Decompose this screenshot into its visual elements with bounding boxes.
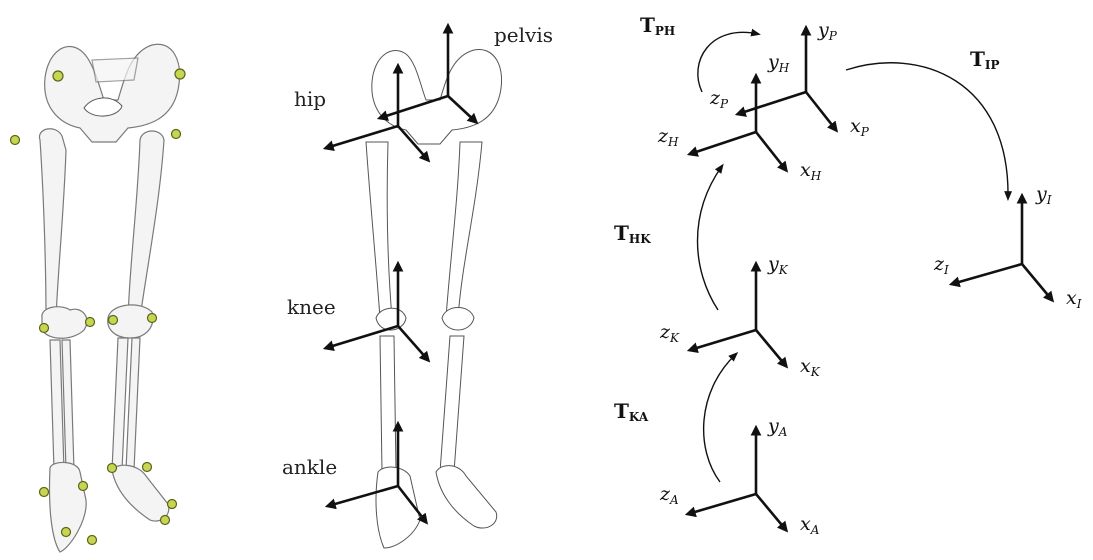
label-x-h: xH <box>800 159 822 183</box>
label-x-i: xI <box>1066 287 1082 311</box>
label-hip: hip <box>294 87 326 111</box>
label-t-ka: TKA <box>614 399 649 424</box>
label-x-k: xK <box>800 355 821 379</box>
label-y-p: yP <box>817 19 838 43</box>
label-knee: knee <box>287 295 336 319</box>
label-ankle: ankle <box>282 455 337 479</box>
frame-i: yI zI xI <box>933 183 1082 311</box>
label-y-h: yH <box>767 51 790 75</box>
label-z-i: zI <box>933 253 949 277</box>
skeleton-with-markers <box>11 44 186 552</box>
label-y-i: yI <box>1035 183 1052 207</box>
skeleton-with-frames: pelvis hip knee ankle <box>282 23 553 548</box>
arc-t-ph <box>698 32 758 92</box>
frame-p: yP zP xP <box>709 19 870 139</box>
legs-outline <box>366 142 497 548</box>
label-pelvis: pelvis <box>494 23 553 47</box>
label-t-ip: TIP <box>970 47 1000 72</box>
right-leg-bones <box>108 131 169 521</box>
label-z-a: zA <box>659 483 679 507</box>
label-z-k: zK <box>659 321 680 345</box>
frame-a: yA zA xA <box>659 415 820 537</box>
arc-t-hk <box>698 166 723 310</box>
label-t-ph: TPH <box>640 13 675 38</box>
pelvis-bone <box>45 44 180 142</box>
arc-t-ip <box>846 63 1008 198</box>
frame-diagram: yP zP xP yH zH xH yI zI xI yK zK <box>614 13 1082 537</box>
arc-t-ka <box>704 354 736 482</box>
frame-k: yK zK xK <box>659 253 821 379</box>
pelvis-bone-outline <box>372 49 502 144</box>
label-x-p: xP <box>850 115 870 139</box>
frame-h: yH zH xH <box>657 51 822 183</box>
label-z-h: zH <box>657 125 679 149</box>
label-y-a: yA <box>767 415 788 439</box>
label-t-hk: THK <box>614 221 651 246</box>
label-x-a: xA <box>800 513 820 537</box>
label-y-k: yK <box>767 253 789 277</box>
label-z-p: zP <box>709 87 729 111</box>
